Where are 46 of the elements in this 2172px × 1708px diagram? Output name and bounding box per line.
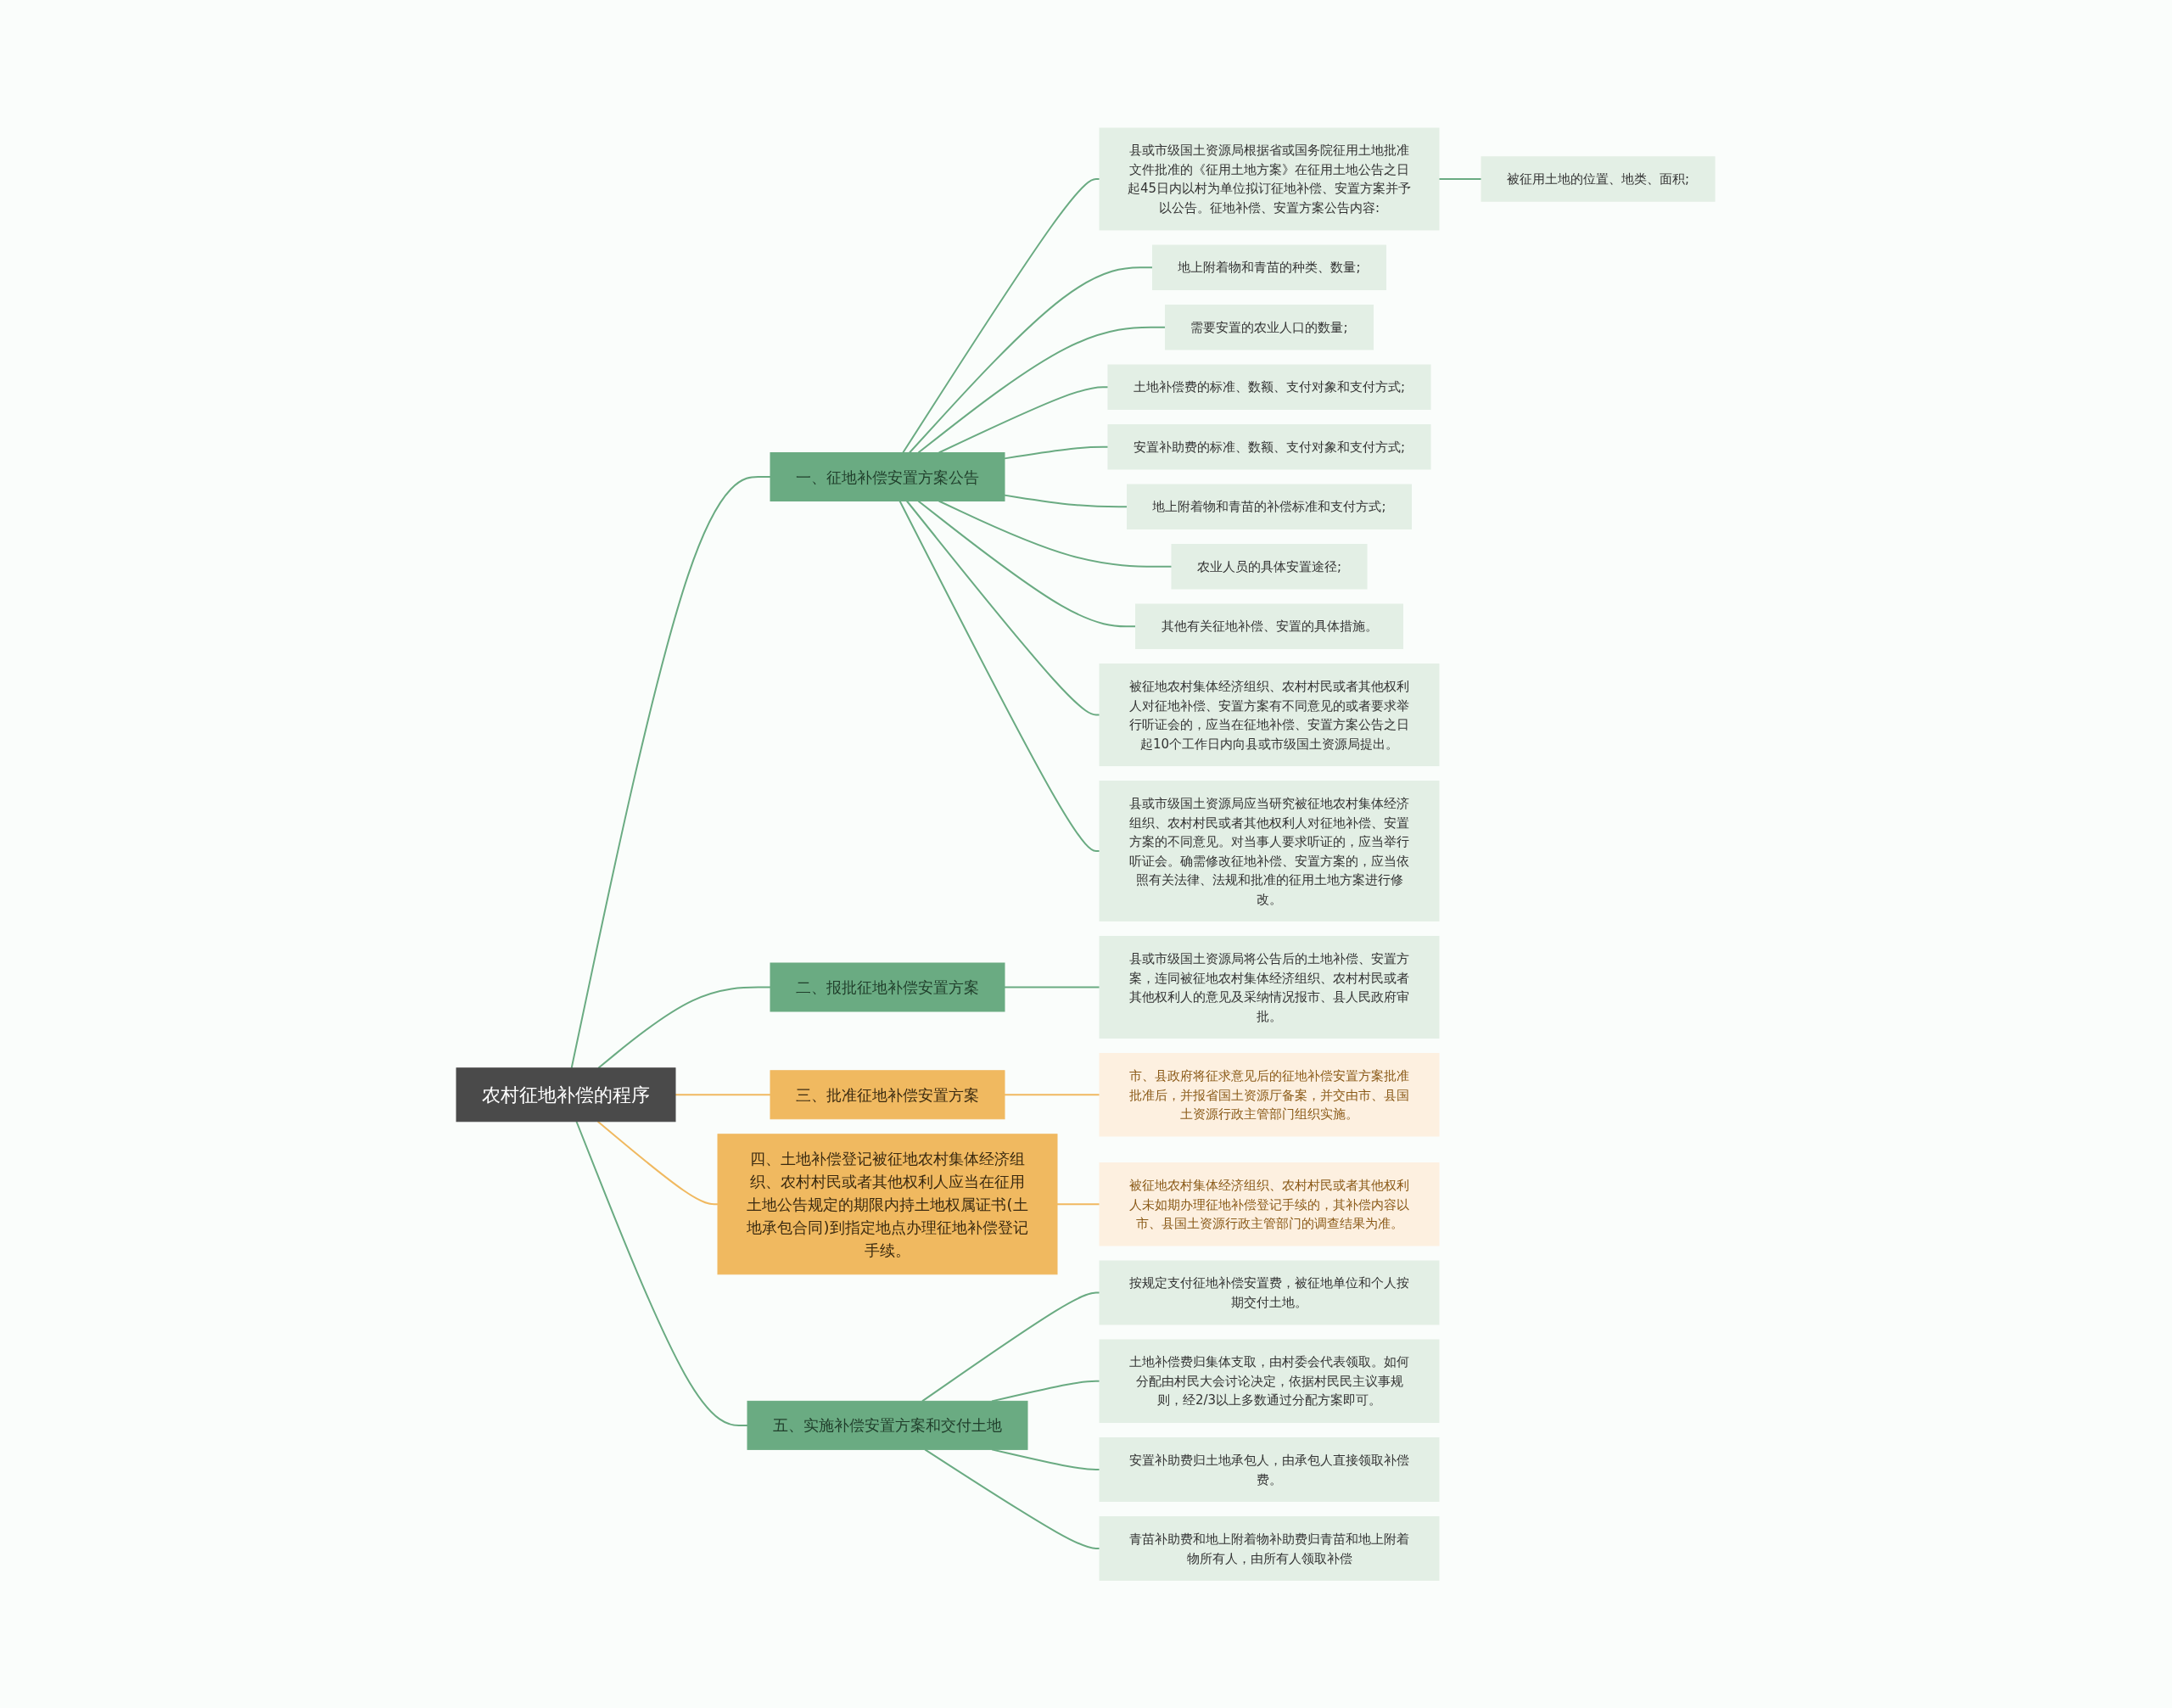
- connector: [938, 386, 1110, 454]
- node-box: 三、批准征地补偿安置方案: [770, 1070, 1005, 1119]
- connector: [906, 500, 1101, 716]
- connector: [575, 1120, 749, 1426]
- connector: [917, 500, 1137, 627]
- connector: [1056, 1203, 1101, 1205]
- connector: [917, 326, 1167, 454]
- node-box: 县或市级国土资源局根据省或国务院征用土地批准文件批准的《征用土地方案》在征用土地公告之日起45日内以村为单位拟订征地补偿、安置方案并予以公告。征地补偿、安置方案公告内容:: [1099, 127, 1440, 231]
- node-box: 被征用土地的位置、地类、面积;: [1481, 156, 1716, 202]
- node-box: 五、实施补偿安置方案和交付土地: [747, 1400, 1028, 1450]
- node-box: 二、报批征地补偿安置方案: [770, 962, 1005, 1012]
- connector: [924, 1448, 1101, 1549]
- connector: [899, 500, 1101, 852]
- node-box: 被征地农村集体经济组织、农村村民或者其他权利人对征地补偿、安置方案有不同意见的或者要求举行听证会的，应当在征地补偿、安置方案公告之日起10个工作日内向县或市级国土资源局提出。: [1099, 663, 1440, 766]
- connector: [571, 475, 772, 1069]
- connector: [1438, 177, 1483, 180]
- node-box: 其他有关征地补偿、安置的具体措施。: [1135, 603, 1404, 649]
- node-box: 一、征地补偿安置方案公告: [770, 451, 1005, 501]
- node-box: 安置补助费归土地承包人，由承包人直接领取补偿费。: [1099, 1436, 1440, 1502]
- node-box: 地上附着物和青苗的补偿标准和支付方式;: [1127, 484, 1413, 529]
- connector: [1004, 494, 1128, 507]
- node-box: 按规定支付征地补偿安置费，被征地单位和个人按期交付土地。: [1099, 1260, 1440, 1325]
- connector: [938, 500, 1173, 568]
- node-box: 被征地农村集体经济组织、农村村民或者其他权利人未如期办理征地补偿登记手续的，其补偿内容以市、县国土资源行政主管部门的调查结果为准。: [1099, 1162, 1440, 1246]
- connector: [921, 1291, 1101, 1403]
- connector: [597, 1120, 719, 1205]
- node-box: 农业人员的具体安置途径;: [1171, 543, 1368, 590]
- node-box: 土地补偿费的标准、数额、支付对象和支付方式;: [1107, 364, 1431, 410]
- node-box: 市、县政府将征求意见后的征地补偿安置方案批准批准后，并报省国土资源厅备案，并交由市、县国土资源行政主管部门组织实施。: [1099, 1052, 1440, 1137]
- connector: [902, 177, 1101, 454]
- node-box: 县或市级国土资源局将公告后的土地补偿、安置方案，连同被征地农村集体经济组织、农村村民或者其他权利人的意见及采纳情况报市、县人民政府审批。: [1099, 935, 1440, 1039]
- connector: [1004, 445, 1110, 460]
- node-box: 农村征地补偿的程序: [456, 1067, 676, 1122]
- node-box: 四、土地补偿登记被征地农村集体经济组织、农村村民或者其他权利人应当在征用土地公告规定的期限内持土地权属证书(土地承包合同)到指定地点办理征地补偿登记手续。: [717, 1134, 1058, 1274]
- node-box: 土地补偿费归集体支取，由村委会代表领取。如何分配由村民大会讨论决定，依据村民民主议事规则，经2/3以上多数通过分配方案即可。: [1099, 1339, 1440, 1423]
- connector: [991, 1380, 1101, 1403]
- connector: [909, 266, 1154, 454]
- node-box: 地上附着物和青苗的种类、数量;: [1152, 244, 1387, 290]
- connector: [597, 986, 772, 1069]
- node-box: 安置补助费的标准、数额、支付对象和支付方式;: [1107, 423, 1431, 470]
- node-box: 县或市级国土资源局应当研究被征地农村集体经济组织、农村村民或者其他权利人对征地补偿、安置方案的不同意见。对当事人要求听证的，应当举行听证会。确需修改征地补偿、安置方案的，应当依照有关法律、法规和批准的征用土地方案进行修改。: [1099, 780, 1440, 921]
- node-box: 需要安置的农业人口的数量;: [1165, 304, 1374, 350]
- connector: [1004, 1094, 1101, 1095]
- node-box: 青苗补助费和地上附着物补助费归青苗和地上附着物所有人，由所有人领取补偿: [1099, 1515, 1440, 1581]
- connector: [675, 1094, 772, 1095]
- connector: [1004, 986, 1101, 988]
